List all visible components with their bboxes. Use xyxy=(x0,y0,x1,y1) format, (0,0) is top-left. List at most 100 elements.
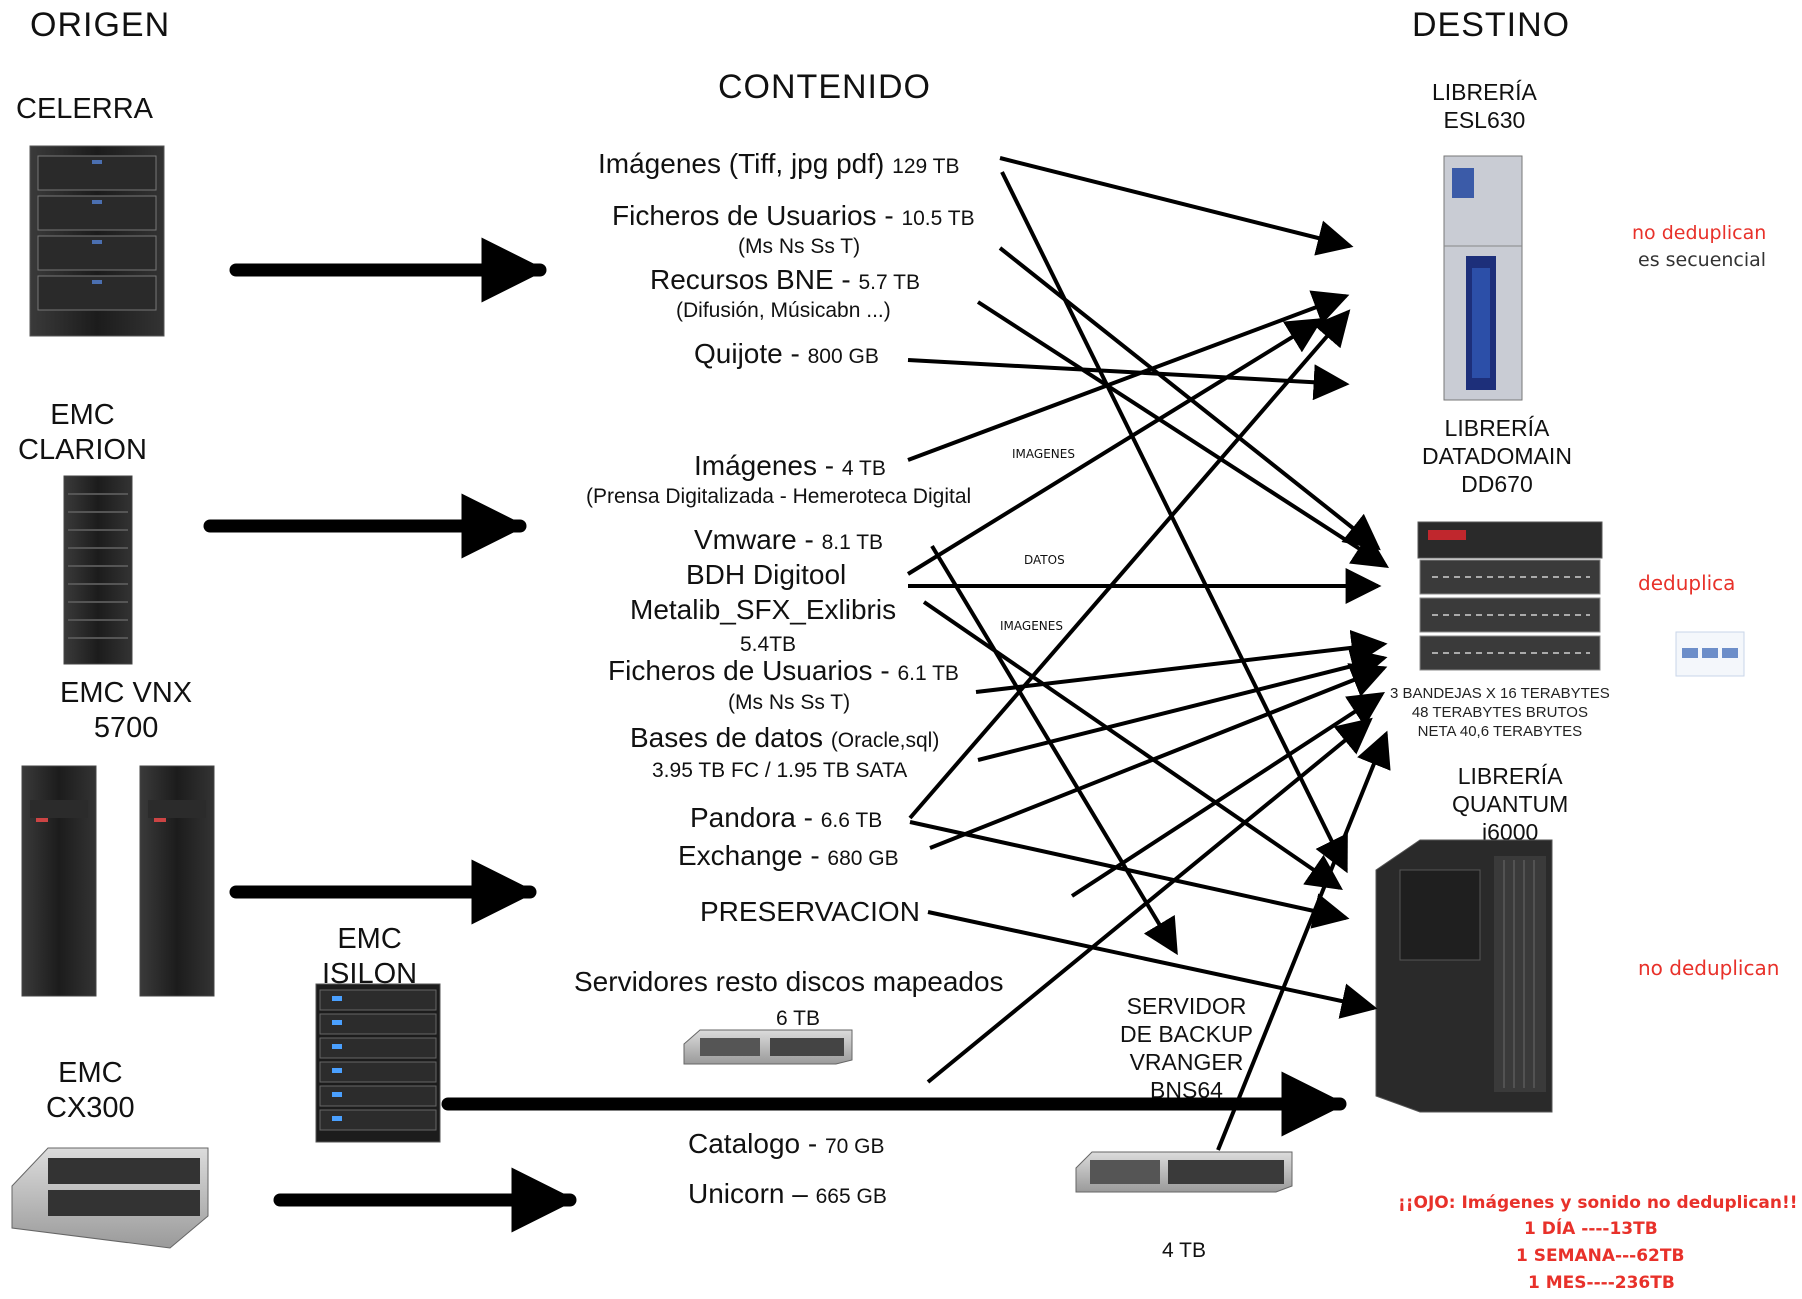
quantum-note-no-dedup: no deduplican xyxy=(1638,956,1780,980)
content-preservacion: PRESERVACION xyxy=(700,896,920,927)
arrow-label-datos: DATOS xyxy=(1024,553,1065,567)
content-fich-usr-2: Ficheros de Usuarios - 6.1 TB xyxy=(608,657,959,685)
content-img-prensa: Imágenes - 4 TB xyxy=(694,452,886,480)
arrow-preservacion xyxy=(927,910,1378,1019)
dd-thumbnail-icon xyxy=(1675,631,1745,677)
arrow-fich-usr-2 xyxy=(975,629,1388,694)
content-name: Bases de datos xyxy=(630,722,831,753)
isilon-rack-icon xyxy=(315,983,441,1143)
source-vnx-label: EMC VNX 5700 xyxy=(60,677,193,744)
content-size: 8.1 TB xyxy=(821,531,884,554)
content-name: Imágenes (Tiff, jpg pdf) xyxy=(598,148,885,179)
content-metalib-size: 5.4TB xyxy=(740,633,797,656)
arrow-servidores xyxy=(1070,692,1386,898)
esl-note-sequential: es secuencial xyxy=(1638,249,1767,271)
arrow-catalogo xyxy=(926,717,1373,1084)
backup-server-icon xyxy=(1075,1151,1293,1193)
source-arrows xyxy=(203,237,1347,1233)
celerra-rack-icon xyxy=(29,145,165,337)
content-exchange: Exchange - 680 GB xyxy=(678,842,899,870)
source-cx300-label: EMC CX300 xyxy=(46,1057,135,1124)
content-vmware: Vmware - 8.1 TB xyxy=(694,526,883,554)
content-name: Quijote - xyxy=(694,338,808,369)
quantum-library-icon xyxy=(1375,839,1553,1113)
arrow-img-tiff xyxy=(999,156,1354,256)
arrow-fich-usr-1 xyxy=(998,246,1381,551)
dest-esl630-label: LIBRERÍA ESL630 xyxy=(1432,79,1537,134)
content-name: Recursos BNE - xyxy=(650,264,859,295)
content-bases-sub: 3.95 TB FC / 1.95 TB SATA xyxy=(652,759,908,782)
header-contenido: CONTENIDO xyxy=(718,68,931,106)
esl-note-no-dedup: no deduplican xyxy=(1632,222,1767,244)
arrow-img-tiff-quantum xyxy=(1000,171,1348,874)
content-img-prensa-sub: (Prensa Digitalizada - Hemeroteca Digita… xyxy=(586,485,972,508)
arrow-quijote xyxy=(907,358,1350,401)
content-fich-usr-1: Ficheros de Usuarios - 10.5 TB xyxy=(612,202,975,230)
content-bdh: BDH Digitool xyxy=(686,559,847,590)
arrow-recursos xyxy=(976,300,1390,568)
esl630-library-icon xyxy=(1443,155,1523,401)
content-name: Unicorn – xyxy=(688,1178,816,1209)
content-fich-usr-2-sub: (Ms Ns Ss T) xyxy=(728,691,851,714)
content-fich-usr-1-sub: (Ms Ns Ss T) xyxy=(738,235,861,258)
dd-specs: 3 BANDEJAS X 16 TERABYTES 48 TERABYTES B… xyxy=(1390,685,1610,740)
content-unicorn: Unicorn – 665 GB xyxy=(688,1180,887,1208)
arrow-pandora-esl xyxy=(908,309,1351,820)
clarion-rack-icon xyxy=(63,475,133,665)
content-catalogo: Catalogo - 70 GB xyxy=(688,1130,885,1158)
arrow-bdh-esl xyxy=(906,318,1324,576)
content-name: Imágenes - xyxy=(694,450,842,481)
source-clarion-label: EMC CLARION xyxy=(18,399,147,466)
content-img-tiff: Imágenes (Tiff, jpg pdf) 129 TB xyxy=(598,150,959,178)
content-name: Exchange - xyxy=(678,840,828,871)
arrow-backup-server xyxy=(1216,730,1391,1151)
cx300-array-icon xyxy=(11,1147,209,1249)
retention-day: 1 DÍA ----13TB xyxy=(1524,1219,1658,1239)
dd-note-dedup: deduplica xyxy=(1638,571,1736,595)
datadomain-appliance-icon xyxy=(1417,521,1603,671)
content-servidores: Servidores resto discos mapeados xyxy=(574,966,1004,997)
content-size: 6.6 TB xyxy=(820,809,883,832)
retention-week: 1 SEMANA---62TB xyxy=(1516,1246,1685,1266)
arrow-vmware xyxy=(930,544,1178,956)
arrow-img-prensa xyxy=(907,290,1350,462)
source-celerra-label: CELERRA xyxy=(16,93,153,125)
content-name: Ficheros de Usuarios - xyxy=(608,655,898,686)
content-name: Catalogo - xyxy=(688,1128,825,1159)
content-size: 800 GB xyxy=(807,345,879,368)
content-extra: (Oracle,sql) xyxy=(830,729,940,752)
dest-quantum-label: LIBRERÍA QUANTUM i6000 xyxy=(1452,763,1569,846)
content-size: 680 GB xyxy=(827,847,899,870)
content-quijote: Quijote - 800 GB xyxy=(694,340,879,368)
header-origen: ORIGEN xyxy=(30,6,171,44)
content-size: 5.7 TB xyxy=(858,271,920,294)
header-destino: DESTINO xyxy=(1412,6,1571,44)
content-name: Vmware - xyxy=(694,524,822,555)
content-name: Ficheros de Usuarios - xyxy=(612,200,902,231)
content-pandora: Pandora - 6.6 TB xyxy=(690,804,882,832)
dest-datadomain-label: LIBRERÍA DATADOMAIN DD670 xyxy=(1422,415,1572,498)
content-bases: Bases de datos (Oracle,sql) xyxy=(630,724,939,752)
content-metalib: Metalib_SFX_Exlibris xyxy=(630,594,897,625)
arrow-label-imagenes-2: IMAGENES xyxy=(1000,619,1063,633)
arrow-metalib xyxy=(922,600,1343,891)
servidores-server-icon xyxy=(683,1029,853,1065)
retention-month: 1 MES----236TB xyxy=(1528,1273,1675,1293)
vnx-racks-icon xyxy=(21,765,215,997)
content-arrows xyxy=(906,156,1391,1151)
arrow-exchange xyxy=(929,663,1388,850)
content-size: 4 TB xyxy=(841,457,886,480)
backup-server-size: 4 TB xyxy=(1162,1239,1206,1262)
content-servidores-size: 6 TB xyxy=(776,1007,820,1030)
arrow-label-imagenes-1: IMAGENES xyxy=(1012,447,1075,461)
content-name: Pandora - xyxy=(690,802,821,833)
content-size: 10.5 TB xyxy=(901,207,975,230)
arrow-pandora-quantum xyxy=(909,820,1350,929)
content-recursos: Recursos BNE - 5.7 TB xyxy=(650,266,920,294)
content-size: 70 GB xyxy=(824,1135,885,1158)
content-size: 6.1 TB xyxy=(897,662,959,685)
content-size: 129 TB xyxy=(892,155,960,178)
warning-note: ¡¡OJO: Imágenes y sonido no deduplican!! xyxy=(1398,1193,1798,1213)
content-recursos-sub: (Difusión, Músicabn ...) xyxy=(676,299,891,322)
